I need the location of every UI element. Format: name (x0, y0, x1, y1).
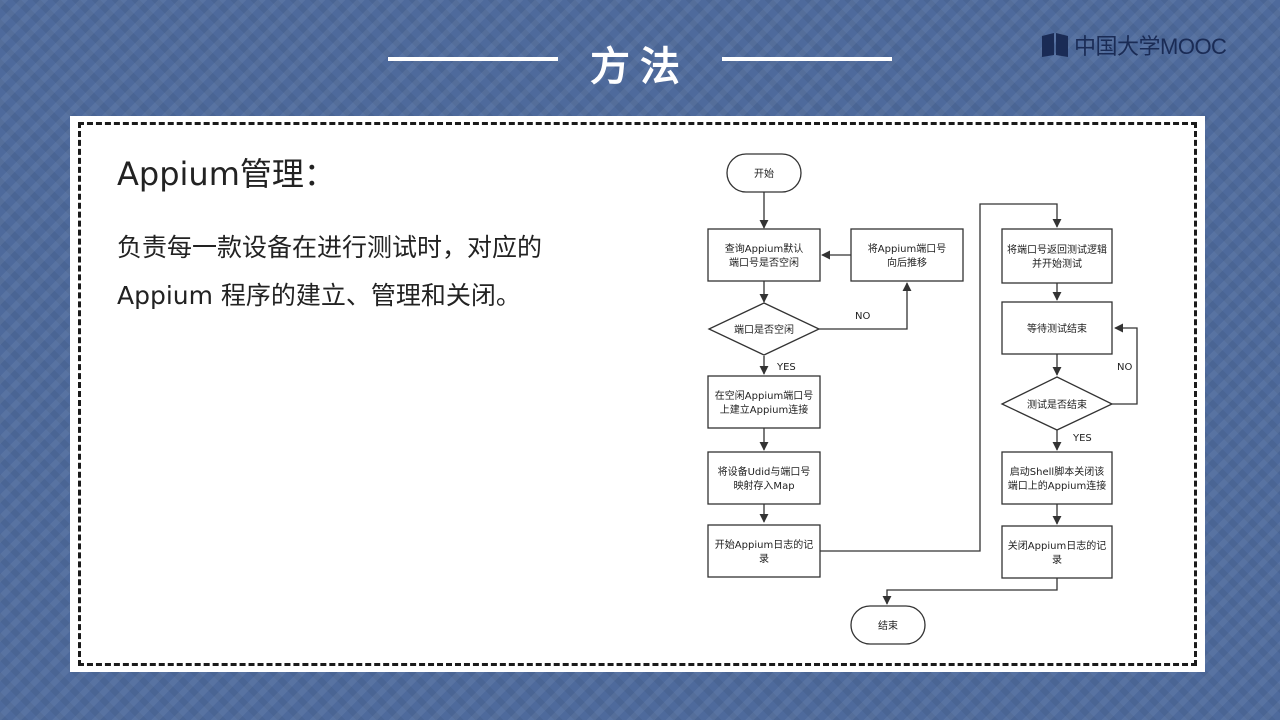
node-log-start-label: 开始Appium日志的记 (715, 538, 813, 551)
mooc-logo: 中国大学MOOC (1040, 30, 1227, 60)
node-connect-label: 上建立Appium连接 (720, 403, 808, 416)
node-shell-label: 启动Shell脚本关闭该 (1010, 465, 1104, 478)
edge-labels: NO YES NO YES (776, 311, 1132, 444)
node-log-stop-shape (1001, 525, 1113, 579)
edge-logstop-end (882, 578, 1058, 605)
title-bar: 方法 (0, 30, 1280, 90)
node-return-port-label: 将端口号返回测试逻辑 (1007, 243, 1107, 256)
node-test-check-shape (1000, 376, 1114, 431)
node-idle-check-label: 端口是否空闲 (734, 323, 794, 336)
logo-text: 中国大学MOOC (1074, 34, 1227, 59)
book-icon (1042, 33, 1068, 57)
flow-nodes (707, 153, 1114, 645)
slide-title: 方法 (590, 43, 690, 90)
node-shell-label: 端口上的Appium连接 (1008, 479, 1106, 492)
node-return-port-label: 并开始测试 (1032, 257, 1082, 270)
node-map-shape (707, 451, 821, 505)
node-log-stop-label: 录 (1052, 554, 1062, 566)
section-heading: Appium管理： (117, 155, 336, 193)
node-connect-shape (707, 375, 821, 429)
flow-labels: 开始 查询Appium默认 端口号是否空闲 将Appium端口号 向后推移 端口… (715, 167, 1107, 632)
node-log-start-shape (707, 524, 821, 578)
node-test-check-label: 测试是否结束 (1027, 398, 1087, 411)
node-start-label: 开始 (754, 167, 774, 180)
node-query-shape (707, 228, 821, 282)
node-query-label: 端口号是否空闲 (729, 256, 799, 269)
edge-label-test-yes: YES (1072, 433, 1092, 444)
node-shell-shape (1001, 451, 1113, 505)
description-line: Appium 程序的建立、管理和关闭。 (117, 281, 521, 310)
node-connect-label: 在空闲Appium端口号 (715, 389, 813, 402)
node-query-label: 查询Appium默认 (725, 242, 803, 255)
edge-label-idle-no: NO (855, 311, 870, 322)
node-shift-shape (850, 228, 964, 282)
node-wait-label: 等待测试结束 (1027, 322, 1087, 335)
edge-label-test-no: NO (1117, 362, 1132, 373)
edge-test-no-wait (1112, 323, 1138, 405)
edge-logstart-return (820, 203, 1062, 552)
node-map-label: 映射存入Map (733, 479, 794, 492)
title-decor-line-right (722, 57, 892, 61)
node-return-port-shape (1001, 228, 1113, 284)
node-wait-shape (1001, 301, 1113, 355)
node-log-start-label: 录 (759, 553, 769, 565)
node-map-label: 将设备Udid与端口号 (718, 465, 811, 478)
node-start-shape (726, 153, 802, 193)
node-shift-label: 将Appium端口号 (868, 242, 946, 255)
description-text: 负责每一款设备在进行测试时，对应的 Appium 程序的建立、管理和关闭。 (117, 224, 637, 320)
content-panel: Appium管理： 负责每一款设备在进行测试时，对应的 Appium 程序的建立… (70, 116, 1205, 672)
node-end-label: 结束 (878, 619, 898, 632)
dashed-border (78, 122, 1197, 666)
edge-label-idle-yes: YES (776, 362, 796, 373)
title-decor-line-left (388, 57, 558, 61)
description-line: 负责每一款设备在进行测试时，对应的 (117, 233, 543, 262)
node-log-stop-label: 关闭Appium日志的记 (1008, 539, 1106, 552)
node-end-shape (850, 605, 926, 645)
node-idle-check-shape (707, 302, 821, 356)
node-shift-label: 向后推移 (887, 256, 927, 269)
edge-check-no-shift (819, 282, 912, 330)
flow-edges (759, 192, 1138, 605)
